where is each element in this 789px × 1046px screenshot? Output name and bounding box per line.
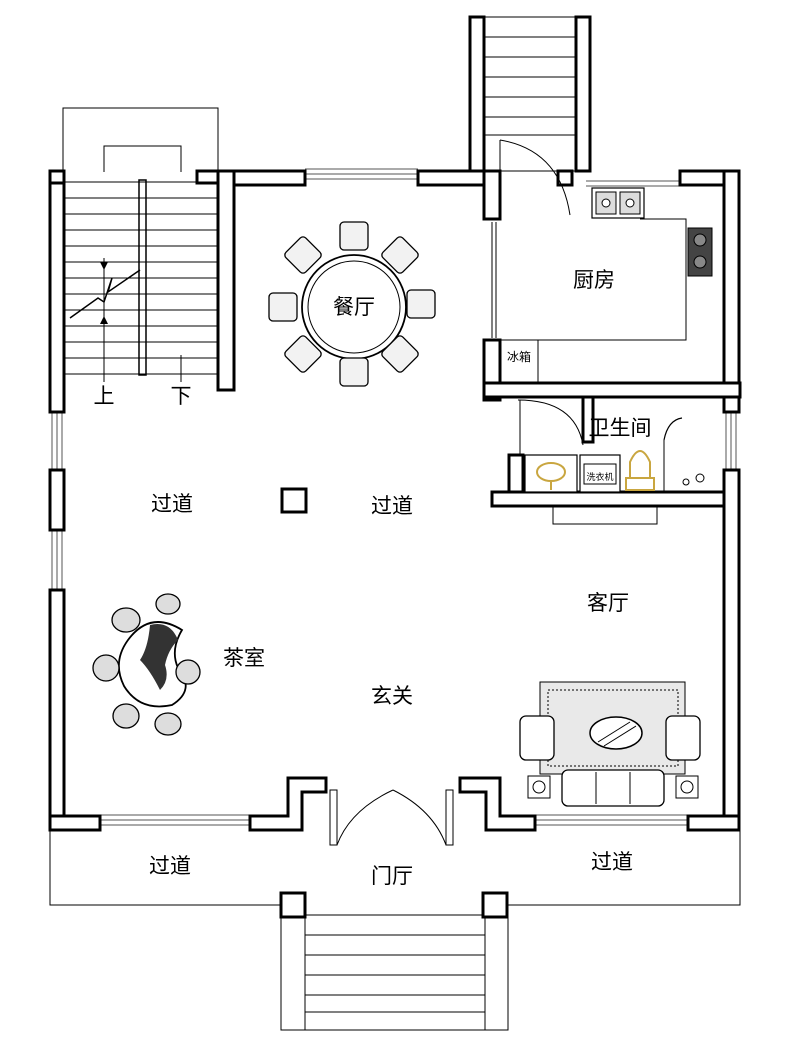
label-stair-down: 下 — [171, 384, 192, 408]
left-staircase — [63, 179, 218, 382]
tea-set — [92, 593, 201, 736]
upper-staircase — [468, 15, 592, 173]
label-living-room: 客厅 — [587, 591, 629, 615]
label-dining-room: 餐厅 — [333, 295, 375, 319]
terrace-outline — [49, 830, 741, 906]
dining-set — [268, 221, 436, 387]
room-labels: 餐厅 厨房 冰箱 卫生间 洗衣机 过道 过道 客厅 茶室 玄关 门厅 过道 过道… — [94, 268, 652, 888]
label-corridor-center: 过道 — [371, 494, 413, 518]
label-entrance-hall: 玄关 — [371, 684, 413, 708]
label-corridor-left: 过道 — [151, 492, 193, 516]
label-kitchen: 厨房 — [573, 268, 615, 292]
label-stair-up: 上 — [94, 384, 115, 408]
walls — [48, 169, 742, 832]
living-room-set — [519, 681, 701, 807]
label-porch: 门厅 — [371, 864, 413, 888]
doors — [329, 139, 584, 846]
kitchen-fixtures — [499, 187, 713, 383]
bathroom-fixtures — [524, 417, 705, 525]
windows — [51, 168, 737, 826]
label-tea-room: 茶室 — [223, 646, 265, 670]
stair-landing-outline — [62, 107, 219, 172]
label-bathroom: 卫生间 — [589, 416, 652, 440]
entrance-steps — [279, 891, 509, 1031]
label-corridor-bottom-right: 过道 — [591, 850, 633, 874]
label-corridor-bottom-left: 过道 — [149, 854, 191, 878]
label-fridge: 冰箱 — [507, 349, 531, 364]
label-washer: 洗衣机 — [586, 471, 613, 483]
